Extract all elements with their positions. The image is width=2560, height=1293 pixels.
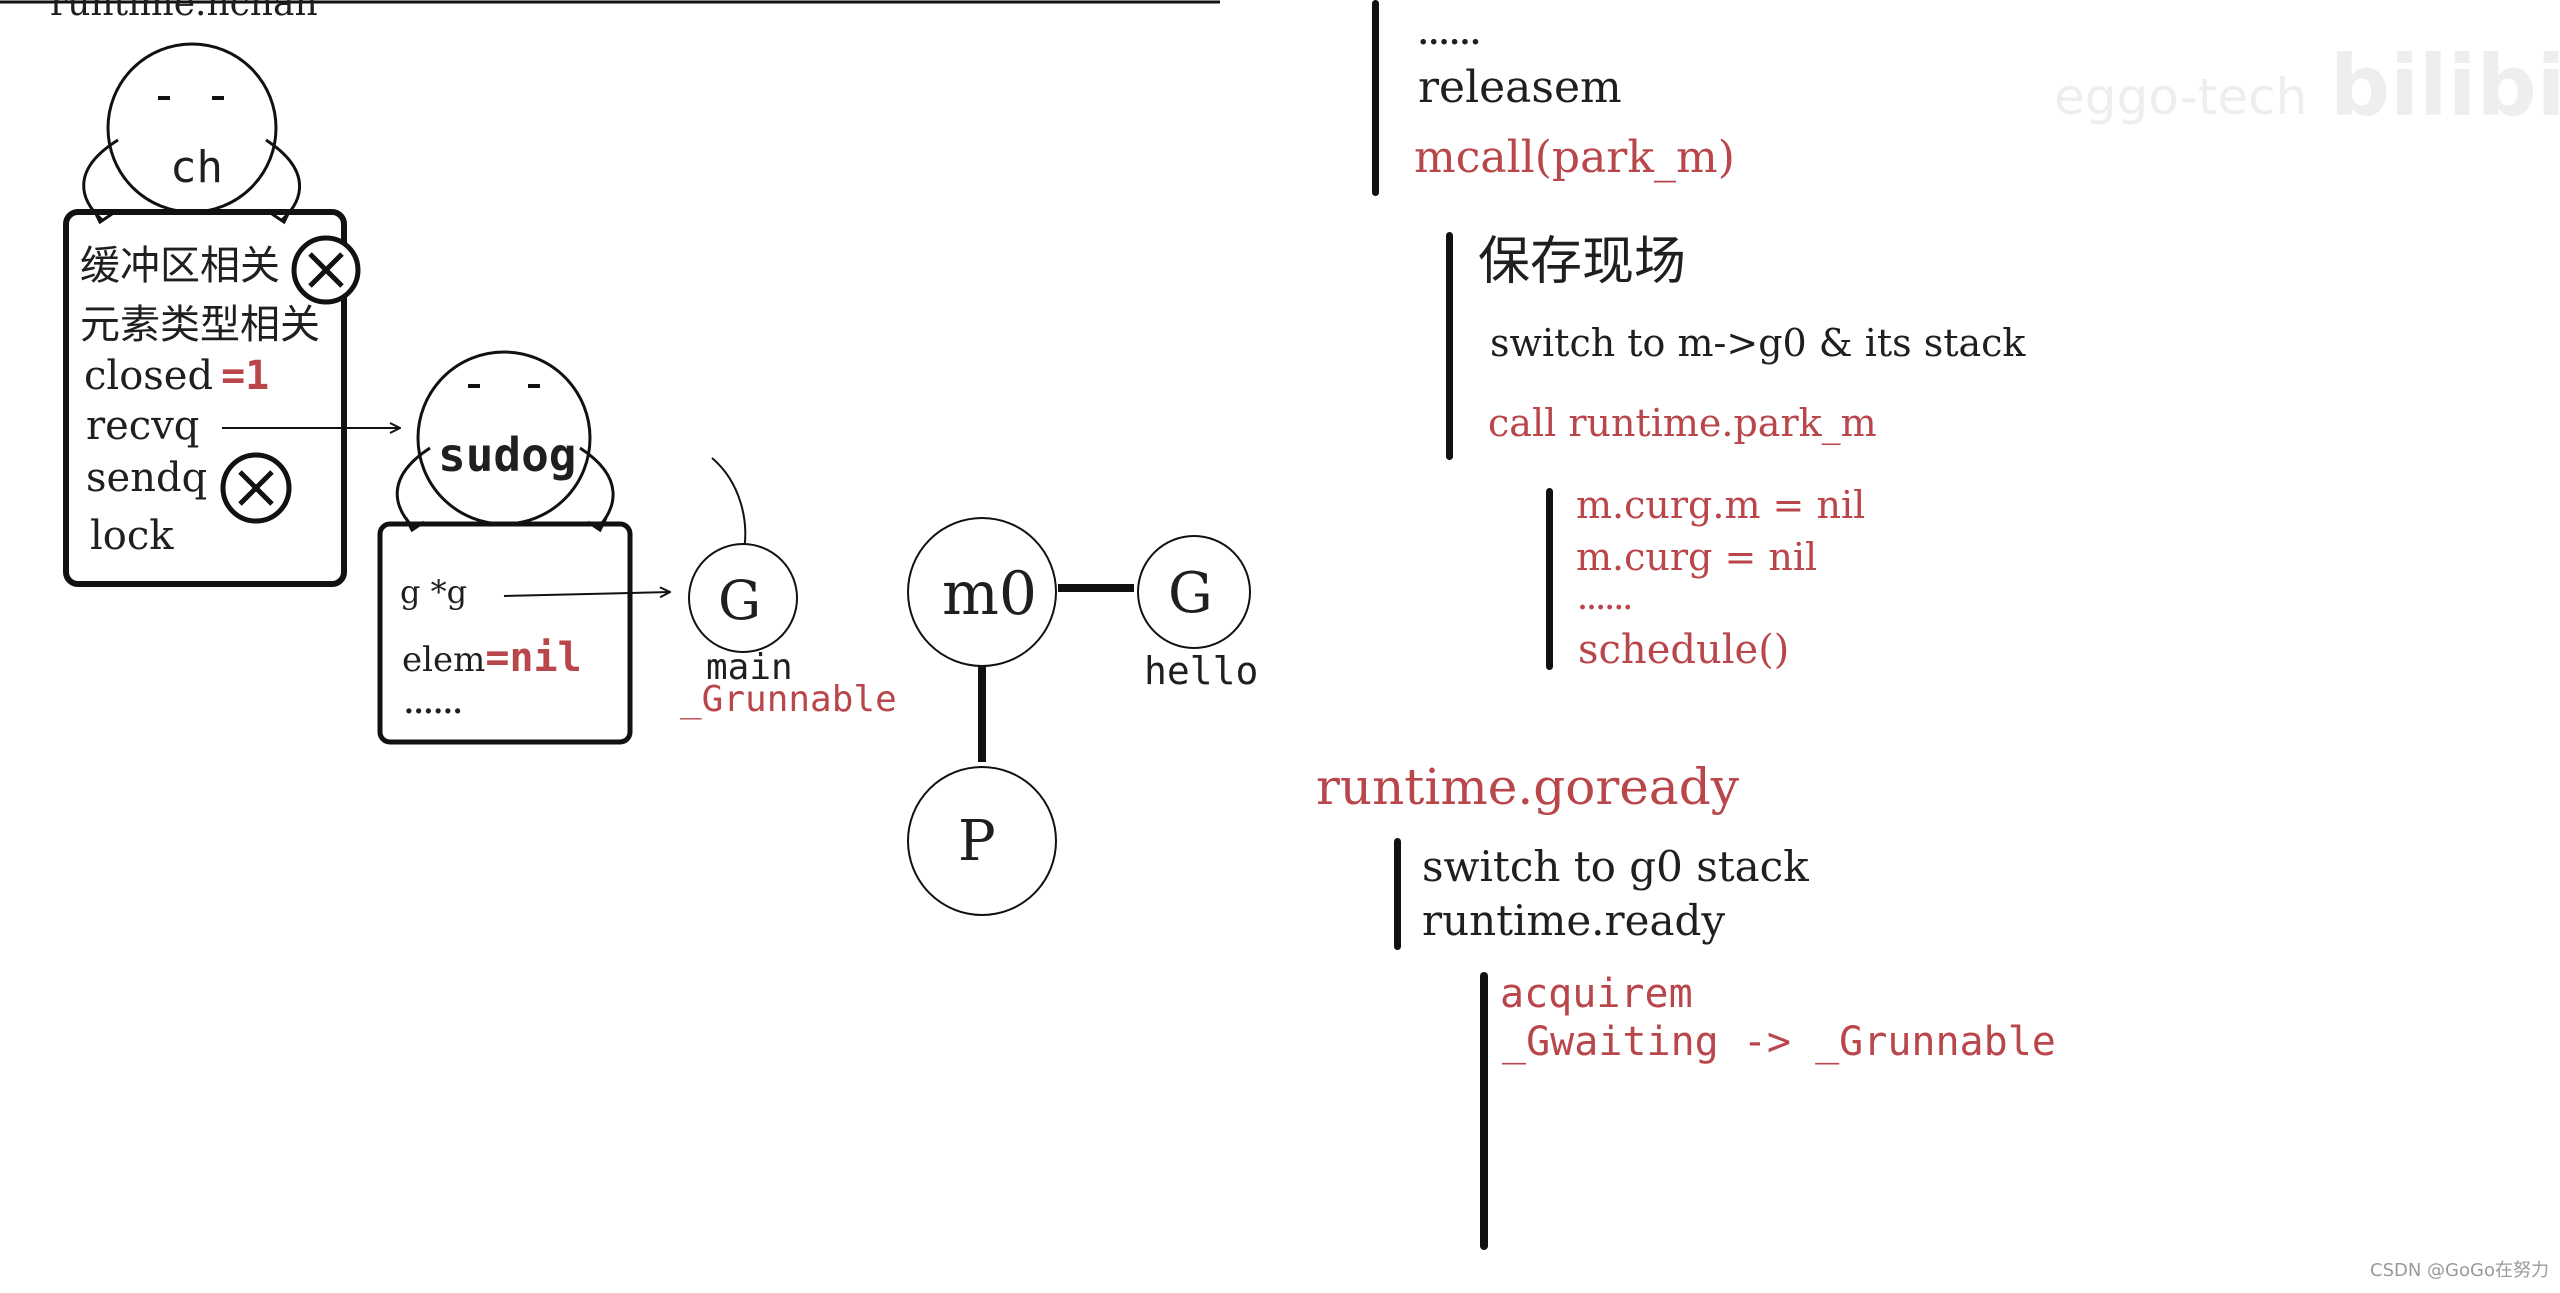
- sudog-mascot-label: sudog: [438, 428, 577, 482]
- hchan-field-closed-value: =1: [221, 353, 270, 399]
- hchan-box: [63, 209, 347, 587]
- code-goready-heading: runtime.goready: [1316, 758, 1739, 816]
- code-save-call: call runtime.park_m: [1488, 401, 1877, 445]
- hchan-title: runtime.hchan: [50, 0, 318, 24]
- code-ready-acquirem: acquirem: [1500, 971, 1693, 1017]
- code-bar-top: [1372, 0, 1379, 196]
- sudog-field-elem: elem=nil: [402, 638, 582, 678]
- hchan-field-buffer: 缓冲区相关: [80, 243, 280, 289]
- g-main-state: _Grunnable: [680, 679, 897, 720]
- hchan-field-sendq: sendq: [86, 455, 208, 501]
- hchan-field-recvq: recvq: [86, 403, 200, 449]
- sudog-g-arrow: [503, 592, 670, 596]
- hchan-mascot: [82, 42, 302, 225]
- watermark-platform: bilibili: [2330, 37, 2560, 135]
- hchan-field-closed-label: closed: [84, 353, 214, 399]
- watermark-author: eggo-tech: [2054, 68, 2308, 126]
- p-node: [907, 766, 1057, 916]
- code-top-releasem: releasem: [1418, 62, 1622, 113]
- code-ready-transition: _Gwaiting -> _Grunnable: [1502, 1019, 2056, 1065]
- sudog-box: [377, 521, 633, 745]
- g-hello-node: [1137, 535, 1251, 649]
- code-park-m-schedule: schedule(): [1578, 627, 1790, 673]
- g-main-label: G: [718, 569, 762, 632]
- p-label: P: [958, 809, 996, 874]
- g-main-name: main: [706, 647, 793, 688]
- buffer-disabled-icon: [291, 235, 361, 305]
- code-bar-goready: [1394, 838, 1401, 950]
- g-hello-name: hello: [1144, 649, 1259, 693]
- sudog-field-elem-label: elem: [402, 640, 486, 680]
- g-main-node: [688, 543, 798, 653]
- csdn-credit: CSDN @GoGo在努力: [2370, 1260, 2549, 1281]
- code-save-heading: 保存现场: [1478, 232, 1687, 292]
- hchan-field-elemtype: 元素类型相关: [80, 302, 320, 348]
- sendq-disabled-icon: [220, 452, 292, 524]
- code-bar-save: [1446, 232, 1453, 460]
- g-hello-label: G: [1168, 561, 1213, 626]
- code-goready-ready: runtime.ready: [1422, 896, 1726, 945]
- sudog-field-more: ......: [404, 687, 463, 720]
- code-park-m-dots: ......: [1578, 586, 1633, 616]
- sudog-field-g: g *g: [400, 573, 468, 611]
- code-top-dots: ......: [1418, 17, 1481, 52]
- code-park-m-line1: m.curg.m = nil: [1576, 483, 1866, 527]
- sudog-field-elem-value: =nil: [485, 635, 582, 681]
- code-top-mcall: mcall(park_m): [1414, 132, 1735, 183]
- code-park-m-line2: m.curg = nil: [1576, 535, 1818, 579]
- code-save-switch: switch to m->g0 & its stack: [1490, 321, 2026, 365]
- code-goready-switch: switch to g0 stack: [1422, 842, 1809, 891]
- hchan-field-closed: closed=1: [84, 356, 269, 396]
- code-bar-ready: [1480, 972, 1488, 1250]
- hchan-mascot-label: ch: [170, 142, 223, 193]
- m0-label: m0: [942, 559, 1038, 629]
- code-bar-park-m: [1546, 488, 1553, 670]
- sudog-mascot: [395, 350, 615, 533]
- m0-node: [907, 517, 1057, 667]
- hchan-field-lock: lock: [90, 513, 174, 559]
